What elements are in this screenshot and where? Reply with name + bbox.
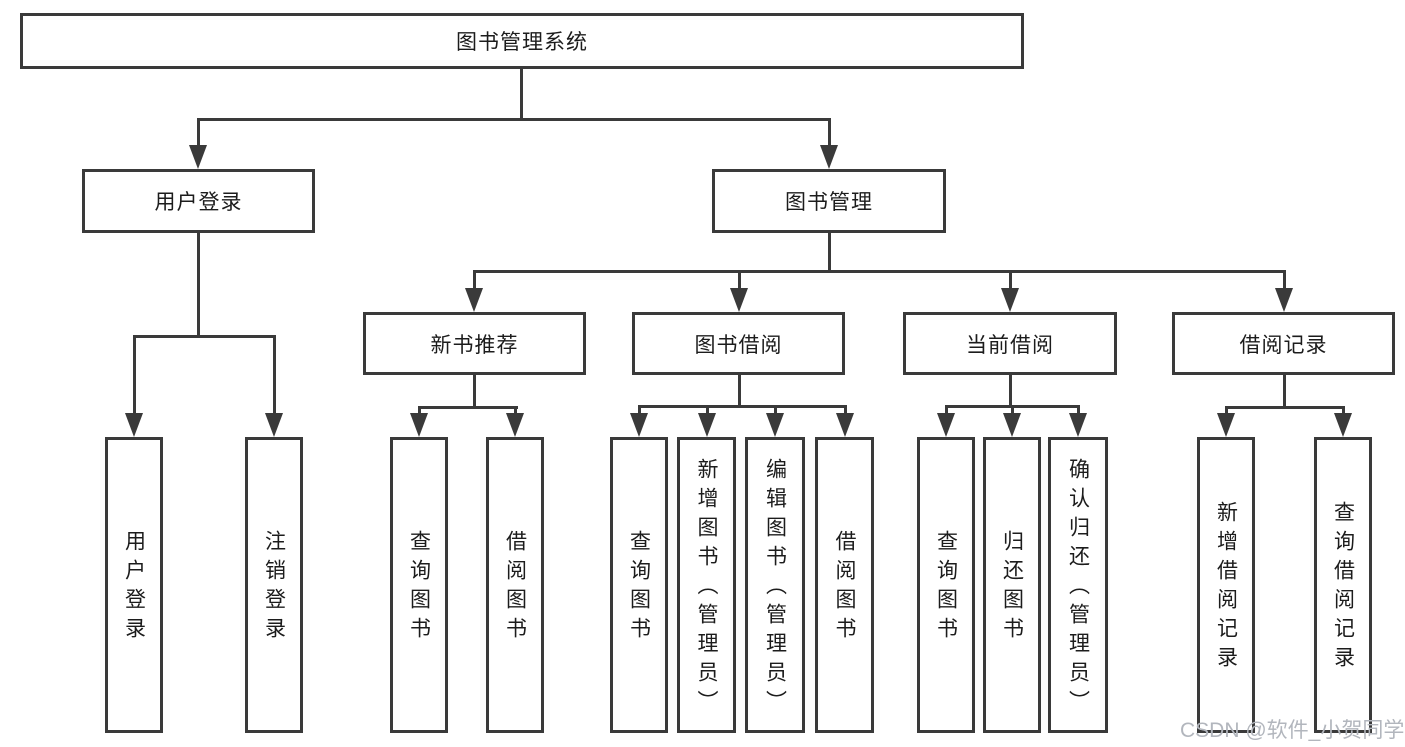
leaf-edit-books-admin: 编辑图书（管理员） — [745, 437, 805, 733]
leaf-borrow-books-label: 借阅图书 — [833, 530, 856, 646]
connector-line — [418, 406, 518, 409]
node-book-management: 图书管理 — [712, 169, 946, 233]
connector-line — [828, 118, 831, 152]
leaf-add-borrow-record: 新增借阅记录 — [1197, 437, 1255, 733]
leaf-borrow-books-recommend: 借阅图书 — [486, 437, 544, 733]
connector-line — [133, 335, 136, 419]
connector-line — [1283, 375, 1286, 408]
connector-arrow-down — [698, 413, 716, 437]
node-book-management-label: 图书管理 — [785, 191, 873, 214]
connector-line — [197, 118, 831, 121]
connector-line — [273, 335, 276, 419]
leaf-query-books-borrow: 查询图书 — [610, 437, 668, 733]
connector-line — [774, 405, 777, 419]
node-root: 图书管理系统 — [20, 13, 1024, 69]
node-borrow-records-label: 借阅记录 — [1239, 333, 1328, 357]
connector-line — [1283, 270, 1286, 292]
node-current-borrow-label: 当前借阅 — [966, 333, 1054, 357]
leaf-query-books-recommend-label: 查询图书 — [407, 530, 431, 646]
leaf-add-books-admin: 新增图书（管理员） — [677, 437, 736, 733]
leaf-user-login-label: 用户登录 — [122, 530, 146, 646]
leaf-query-books-current: 查询图书 — [917, 437, 975, 733]
connector-arrow-down — [730, 288, 748, 312]
connector-line — [197, 118, 200, 152]
connector-line — [133, 335, 276, 338]
connector-line — [197, 233, 200, 337]
connector-line — [1011, 405, 1014, 419]
connector-arrow-down — [1275, 288, 1293, 312]
leaf-query-borrow-record: 查询借阅记录 — [1314, 437, 1372, 733]
connector-line — [945, 405, 948, 419]
connector-line — [706, 405, 709, 419]
leaf-return-books: 归还图书 — [983, 437, 1041, 733]
connector-line — [638, 405, 641, 419]
connector-arrow-down — [506, 413, 524, 437]
leaf-query-borrow-record-label: 查询借阅记录 — [1331, 501, 1355, 675]
connector-line — [473, 270, 1286, 273]
connector-line — [520, 69, 523, 118]
connector-line — [473, 270, 476, 292]
node-current-borrow: 当前借阅 — [903, 312, 1117, 375]
node-book-borrow: 图书借阅 — [632, 312, 845, 375]
node-root-label: 图书管理系统 — [456, 31, 588, 54]
connector-line — [738, 270, 741, 292]
leaf-logout-login-label: 注销登录 — [262, 530, 286, 646]
connector-arrow-down — [1003, 413, 1021, 437]
leaf-edit-books-admin-label: 编辑图书（管理员） — [763, 457, 787, 719]
connector-arrow-down — [265, 413, 283, 437]
connector-line — [738, 375, 741, 407]
node-borrow-records: 借阅记录 — [1172, 312, 1395, 375]
node-new-book-recommend-label: 新书推荐 — [430, 333, 519, 357]
csdn-watermark: CSDN @软件_小贺同学 — [1180, 719, 1405, 742]
node-user-login: 用户登录 — [82, 169, 315, 233]
leaf-logout-login: 注销登录 — [245, 437, 303, 733]
connector-line — [1009, 375, 1012, 407]
connector-arrow-down — [937, 413, 955, 437]
connector-arrow-down — [125, 413, 143, 437]
leaf-confirm-return-admin-label: 确认归还（管理员） — [1066, 457, 1090, 719]
node-book-borrow-label: 图书借阅 — [694, 333, 783, 357]
connector-arrow-down — [465, 288, 483, 312]
connector-line — [844, 405, 847, 419]
leaf-query-books-current-label: 查询图书 — [934, 530, 958, 646]
leaf-borrow-books: 借阅图书 — [815, 437, 874, 733]
connector-arrow-down — [1001, 288, 1019, 312]
connector-arrow-down — [189, 145, 207, 169]
leaf-query-books-recommend: 查询图书 — [390, 437, 448, 733]
connector-line — [1077, 405, 1080, 419]
node-new-book-recommend: 新书推荐 — [363, 312, 586, 375]
connector-arrow-down — [1334, 413, 1352, 437]
connector-arrow-down — [836, 413, 854, 437]
connector-line — [638, 405, 847, 408]
leaf-add-books-admin-label: 新增图书（管理员） — [695, 457, 718, 719]
connector-arrow-down — [410, 413, 428, 437]
connector-arrow-down — [820, 145, 838, 169]
leaf-confirm-return-admin: 确认归还（管理员） — [1048, 437, 1108, 733]
leaf-user-login: 用户登录 — [105, 437, 163, 733]
connector-arrow-down — [1069, 413, 1087, 437]
leaf-borrow-books-recommend-label: 借阅图书 — [503, 530, 527, 646]
connector-arrow-down — [1217, 413, 1235, 437]
connector-line — [1225, 406, 1345, 409]
leaf-query-books-borrow-label: 查询图书 — [627, 530, 651, 646]
leaf-return-books-label: 归还图书 — [1000, 530, 1024, 646]
connector-line — [828, 233, 831, 272]
node-user-login-label: 用户登录 — [154, 191, 243, 214]
connector-arrow-down — [766, 413, 784, 437]
connector-line — [1009, 270, 1012, 292]
connector-arrow-down — [630, 413, 648, 437]
connector-line — [473, 375, 476, 409]
leaf-add-borrow-record-label: 新增借阅记录 — [1214, 501, 1238, 675]
